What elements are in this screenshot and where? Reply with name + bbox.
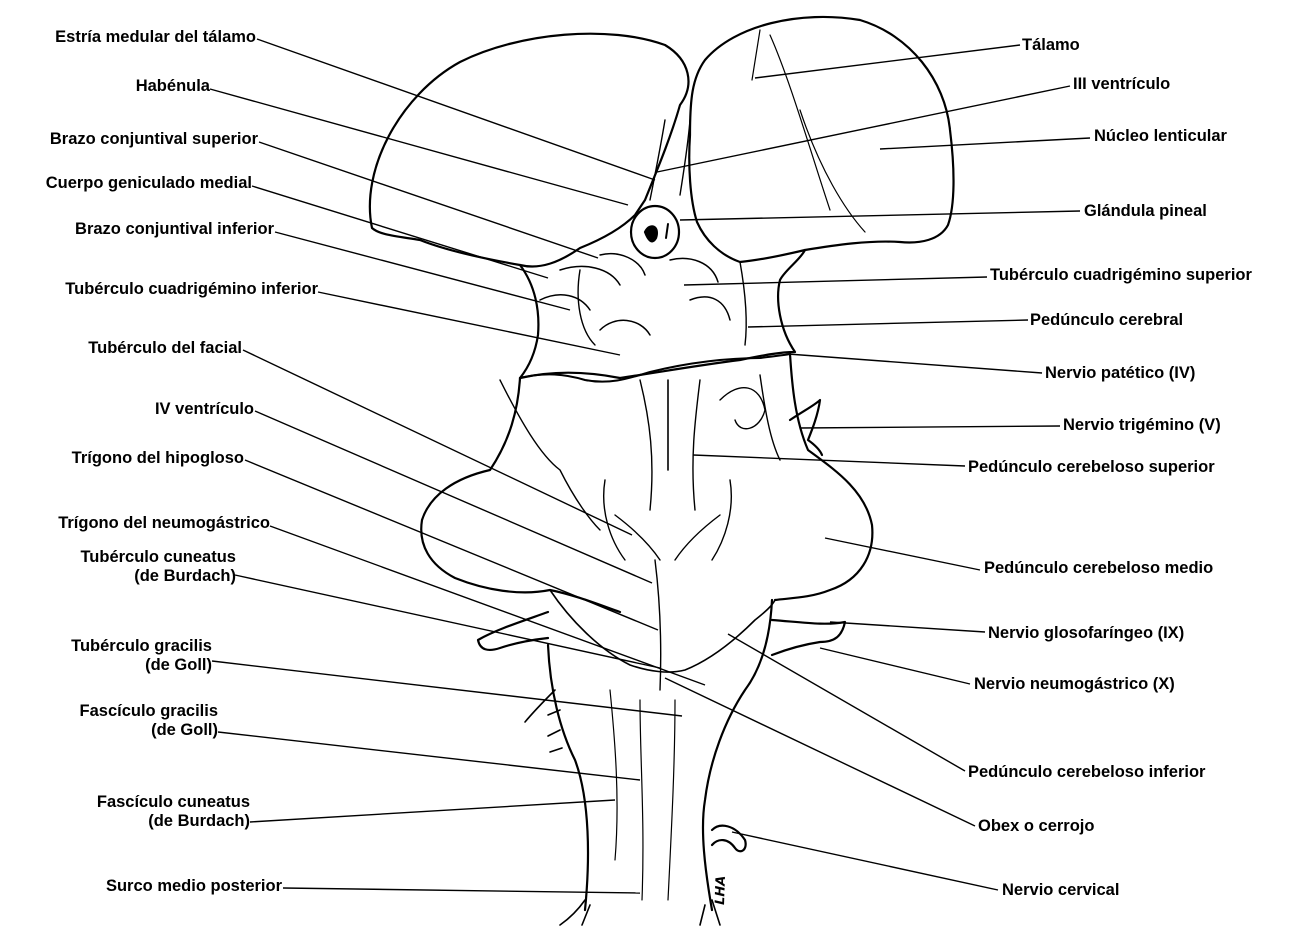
right-thalamus-lobe [689, 17, 953, 262]
leader-iii-ventriculo [657, 86, 1070, 172]
glossopharyngeal-nerve [772, 620, 845, 655]
label-tub-cuad-sup: Tubérculo cuadrigémino superior [990, 266, 1252, 285]
label-nucleo-lent: Núcleo lenticular [1094, 127, 1227, 146]
fasc-gracilis-line1: Fascículo gracilis [80, 702, 218, 721]
anatomy-outline [370, 17, 954, 925]
pons-outline [421, 354, 872, 612]
label-pedunculo-cerebral: Pedúnculo cerebral [1030, 311, 1183, 330]
cervical-nerve [712, 826, 746, 852]
leader-iv-ventriculo [255, 411, 652, 583]
tub-gracilis-line2: (de Goll) [71, 656, 212, 675]
leader-estria [257, 39, 655, 180]
tub-gracilis-line1: Tubérculo gracilis [71, 637, 212, 656]
label-iii-ventriculo: III ventrículo [1073, 75, 1170, 94]
leader-nervio-neumo [820, 648, 970, 684]
fasc-gracilis-line2: (de Goll) [80, 721, 218, 740]
label-tub-facial: Tubérculo del facial [88, 339, 242, 358]
label-tub-gracilis: Tubérculo gracilis (de Goll) [71, 637, 212, 675]
fasc-cuneatus-line1: Fascículo cuneatus [97, 793, 250, 812]
label-glandula-pineal: Glándula pineal [1084, 202, 1207, 221]
leader-tub-gracilis [212, 661, 682, 716]
label-trigono-neumo: Trígono del neumogástrico [58, 514, 270, 533]
label-ped-cereb-medio: Pedúnculo cerebeloso medio [984, 559, 1213, 578]
leader-trigono-neumo [270, 526, 705, 685]
label-tub-cuneatus: Tubérculo cuneatus (de Burdach) [80, 548, 236, 586]
label-iv-ventriculo: IV ventrículo [155, 400, 254, 419]
leader-nervio-patetico [788, 354, 1042, 373]
leader-glandula-pineal [680, 211, 1080, 220]
leader-lines [210, 39, 1090, 893]
leader-ped-cereb-sup [693, 455, 965, 466]
label-trigono-hipo: Trígono del hipogloso [72, 449, 244, 468]
label-estria: Estría medular del tálamo [55, 28, 256, 47]
label-brazo-sup: Brazo conjuntival superior [50, 130, 258, 149]
label-nervio-cervical: Nervio cervical [1002, 881, 1119, 900]
leader-ped-cereb-medio [825, 538, 980, 570]
tub-cuneatus-line1: Tubérculo cuneatus [80, 548, 236, 567]
label-surco-medio: Surco medio posterior [106, 877, 282, 896]
label-ped-cereb-inf: Pedúnculo cerebeloso inferior [968, 763, 1205, 782]
leader-tub-cuad-inf [318, 292, 620, 355]
leader-nervio-gloso [830, 622, 985, 632]
label-nervio-patetico: Nervio patético (IV) [1045, 364, 1195, 383]
label-brazo-inf: Brazo conjuntival inferior [75, 220, 274, 239]
leader-pedunculo-cerebral [748, 320, 1028, 327]
artist-signature: LHA [713, 875, 729, 905]
fasc-cuneatus-line2: (de Burdach) [97, 812, 250, 831]
leader-fasc-gracilis [218, 732, 640, 780]
leader-cuerpo-gen [252, 186, 548, 278]
label-fasc-gracilis: Fascículo gracilis (de Goll) [80, 702, 218, 740]
left-thalamus-lobe [370, 34, 689, 267]
label-ped-cereb-sup: Pedúnculo cerebeloso superior [968, 458, 1215, 477]
label-habenula: Habénula [136, 77, 210, 96]
leader-nervio-cervical [732, 832, 998, 890]
leader-fasc-cuneatus [250, 800, 615, 822]
label-cuerpo-gen: Cuerpo geniculado medial [46, 174, 252, 193]
label-talamo: Tálamo [1022, 36, 1080, 55]
label-fasc-cuneatus: Fascículo cuneatus (de Burdach) [97, 793, 250, 831]
leader-talamo [755, 45, 1020, 78]
label-nervio-gloso: Nervio glosofaríngeo (IX) [988, 624, 1184, 643]
leader-tub-cuneatus [235, 575, 660, 668]
label-tub-cuad-inf: Tubérculo cuadrigémino inferior [65, 280, 318, 299]
leader-nucleo-lent [880, 138, 1090, 149]
leader-nervio-trigemino [800, 426, 1060, 428]
label-obex: Obex o cerrojo [978, 817, 1094, 836]
label-nervio-trigemino: Nervio trigémino (V) [1063, 416, 1221, 435]
leader-obex [665, 678, 975, 826]
label-nervio-neumo: Nervio neumogástrico (X) [974, 675, 1175, 694]
tub-cuneatus-line2: (de Burdach) [80, 567, 236, 586]
leader-tub-cuad-sup [684, 277, 987, 285]
